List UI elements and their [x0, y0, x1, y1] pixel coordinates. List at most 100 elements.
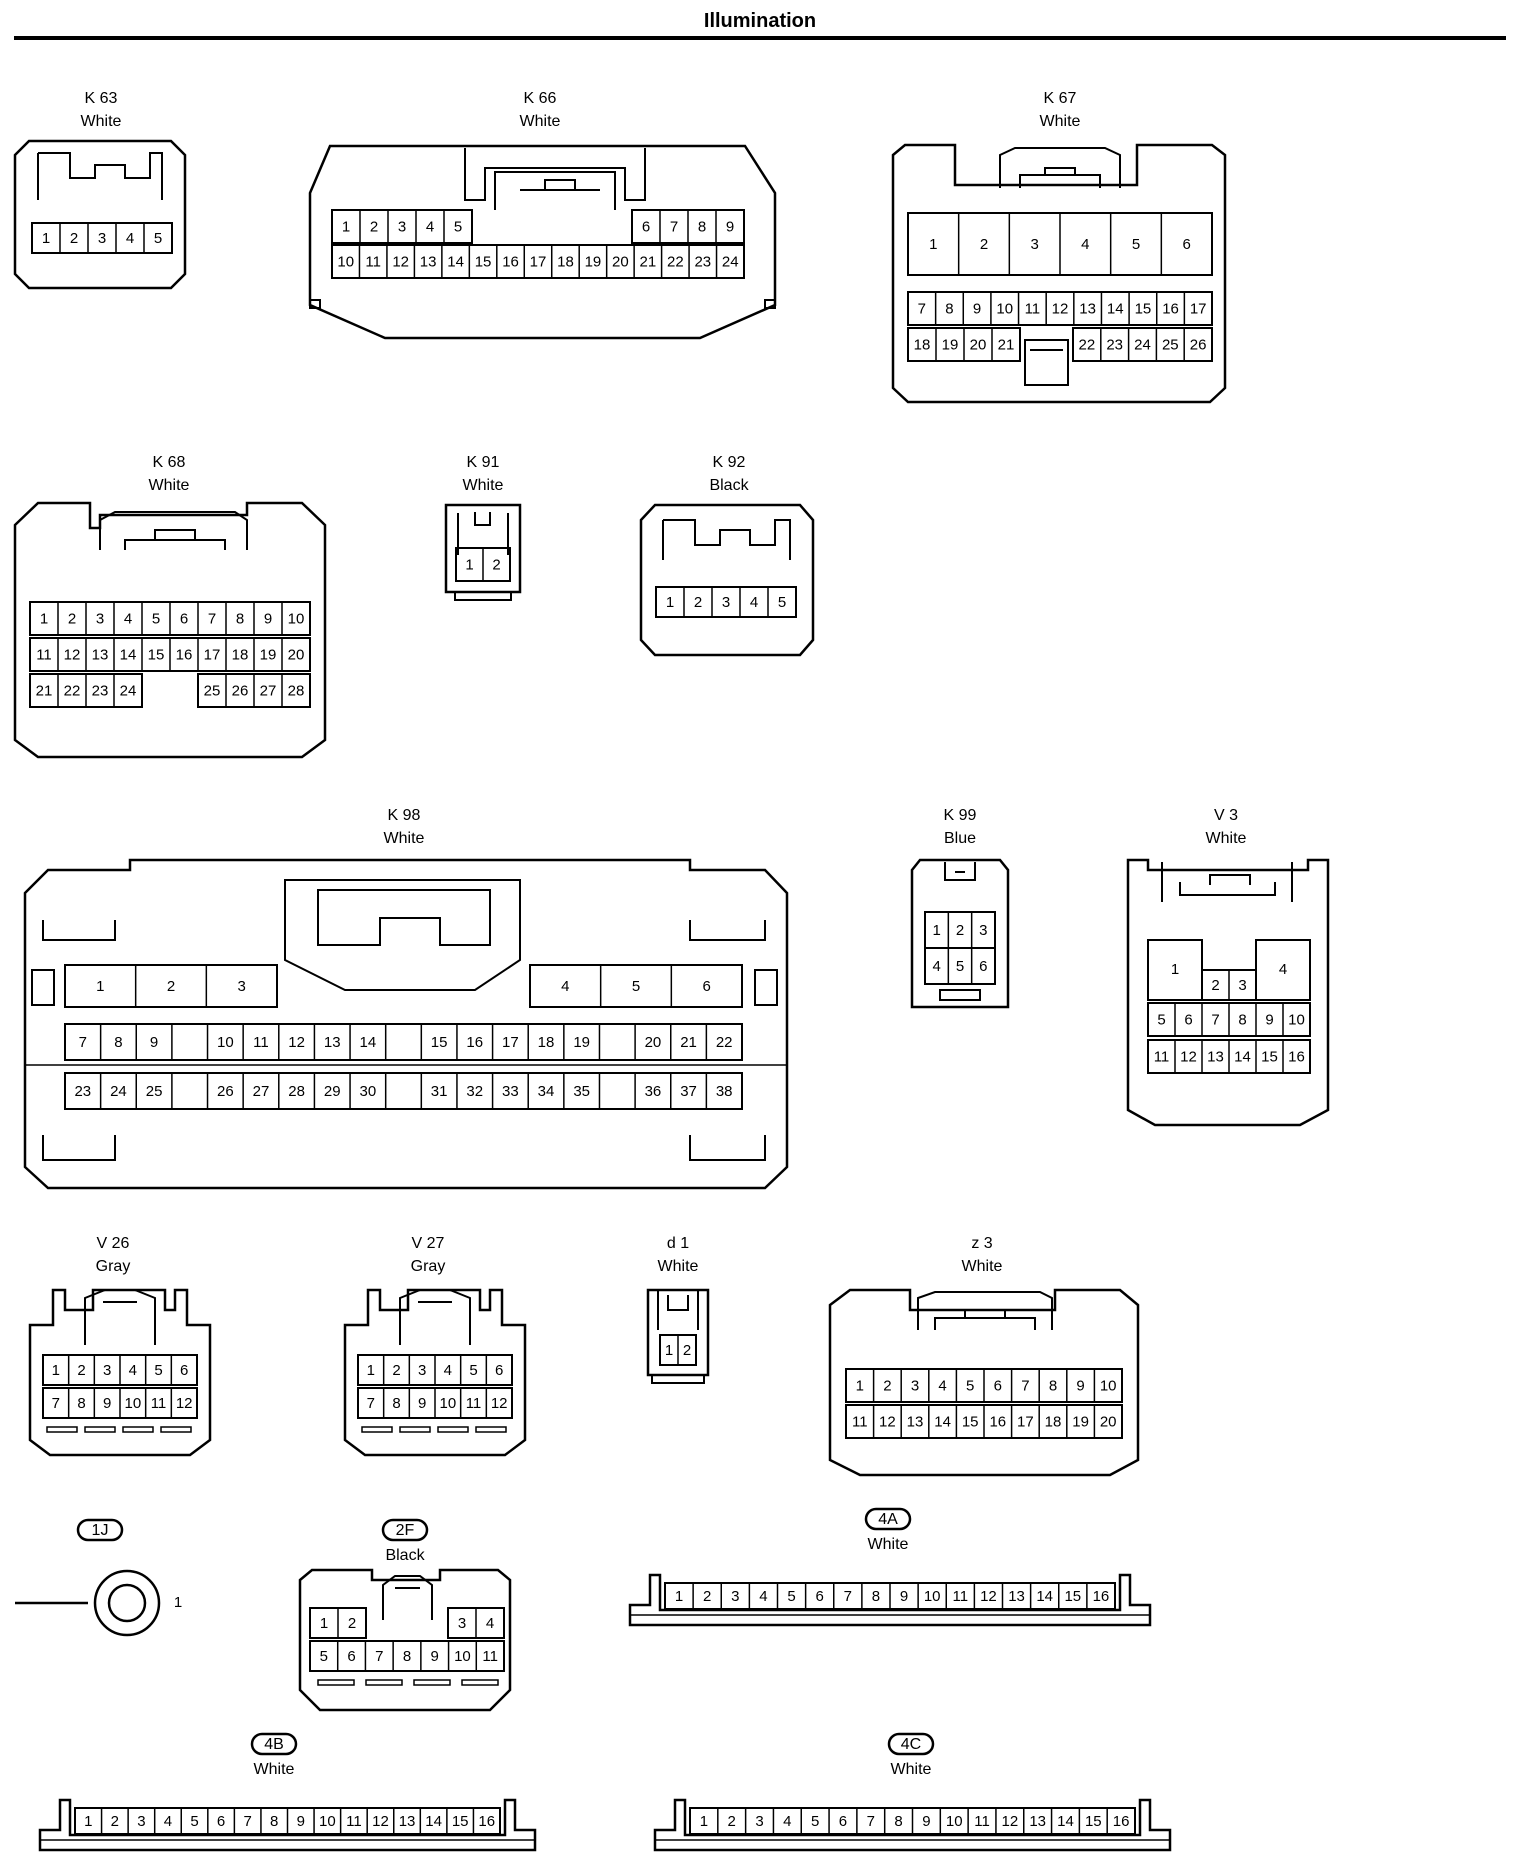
- connector-latch: [657, 1290, 699, 1330]
- connector-outline: [444, 503, 522, 594]
- pin-label: 15: [431, 1034, 448, 1051]
- pin-label: 1: [856, 1377, 864, 1394]
- connector-rib: [84, 1426, 116, 1433]
- connector-foot: [309, 299, 321, 309]
- pin-label: 13: [907, 1413, 924, 1430]
- connector-id: 4B: [264, 1736, 284, 1753]
- pin-label: 1: [465, 556, 473, 573]
- ground-terminal-hole: [107, 1583, 147, 1623]
- pin-label: 7: [1211, 1011, 1219, 1028]
- connector-id: 4A: [878, 1511, 898, 1528]
- pin-label: 14: [1057, 1813, 1074, 1830]
- pin-label: 16: [466, 1034, 483, 1051]
- pin-label: 4: [750, 594, 758, 611]
- connector-latch: [284, 879, 521, 991]
- pin-label: 11: [151, 1395, 167, 1412]
- pin-label: 2: [956, 922, 964, 939]
- connector-outline: [38, 1798, 537, 1852]
- connector-color: Black: [385, 1547, 425, 1564]
- pin-label: 8: [236, 610, 244, 627]
- pin-label: 14: [447, 253, 464, 270]
- pin-label: 3: [911, 1377, 919, 1394]
- pin-label: 14: [360, 1034, 377, 1051]
- connector-side-window: [31, 969, 55, 1006]
- pin-label: 15: [452, 1813, 469, 1830]
- pin-label: 9: [431, 1648, 439, 1665]
- pin-label: 16: [478, 1813, 495, 1830]
- pin-label: 19: [585, 253, 602, 270]
- pin-label: 14: [1107, 300, 1124, 317]
- pin-label: 9: [264, 610, 272, 627]
- pin-label: 9: [973, 300, 981, 317]
- pin-label: 38: [716, 1083, 733, 1100]
- pin-row: [64, 1023, 743, 1061]
- pin-label: 6: [217, 1813, 225, 1830]
- pin-label: 7: [208, 610, 216, 627]
- pin-label: 17: [1017, 1413, 1034, 1430]
- pin-label: 5: [787, 1588, 795, 1605]
- pin-label: 3: [458, 1615, 466, 1632]
- pin-label: 1: [52, 1362, 60, 1379]
- pin-label: 29: [324, 1083, 341, 1100]
- pin-label: 2: [348, 1615, 356, 1632]
- pin-label: 24: [110, 1083, 127, 1100]
- pin-label: 5: [966, 1377, 974, 1394]
- pin-label: 3: [1030, 236, 1038, 253]
- pin-label: 12: [1052, 300, 1069, 317]
- pin-label: 5: [956, 958, 964, 975]
- pin-label: 23: [1106, 336, 1123, 353]
- connector-outline: [891, 143, 1227, 404]
- pin-label: 5: [469, 1362, 477, 1379]
- pin-label: 2: [728, 1813, 736, 1830]
- connector-color: White: [384, 830, 425, 847]
- pin-label: 8: [872, 1588, 880, 1605]
- pin-label: 19: [260, 646, 277, 663]
- connector-outline: [910, 858, 1010, 1009]
- pin-label: 8: [1238, 1011, 1246, 1028]
- connector-rib: [437, 1426, 469, 1433]
- connector-color: White: [891, 1761, 932, 1778]
- pin-label: 8: [114, 1034, 122, 1051]
- pin-row: [331, 244, 745, 279]
- pin-label: 17: [204, 646, 221, 663]
- connector-rib: [365, 1679, 403, 1686]
- connector-id: d 1: [667, 1235, 689, 1252]
- pin-label: 10: [124, 1395, 141, 1412]
- pin-label: 3: [103, 1362, 111, 1379]
- pin-row: [907, 291, 1213, 326]
- pin-label: 2: [883, 1377, 891, 1394]
- connector-latch: [399, 1289, 471, 1345]
- connector-id: K 99: [944, 807, 977, 824]
- connector-key: [1024, 339, 1069, 386]
- pin-label: 4: [938, 1377, 946, 1394]
- pin-label: 7: [52, 1395, 60, 1412]
- pin-label: 14: [1234, 1048, 1251, 1065]
- connector-1j: 1J1: [15, 1518, 182, 1637]
- pin-label: 18: [914, 336, 931, 353]
- pin-label: 8: [698, 218, 706, 235]
- pin-label: 2: [392, 1362, 400, 1379]
- pin-label: 6: [1184, 1011, 1192, 1028]
- pin-label: 11: [1025, 300, 1041, 317]
- connector-outline: [13, 501, 327, 759]
- connector-rib: [461, 1679, 499, 1686]
- pin-label: 18: [538, 1034, 555, 1051]
- pin-label: 11: [466, 1395, 482, 1412]
- pin-label: 20: [612, 253, 629, 270]
- pin-label: 7: [670, 218, 678, 235]
- pin-row: [331, 209, 473, 244]
- pin-label: 16: [176, 646, 193, 663]
- pin-label: 13: [1079, 300, 1096, 317]
- pin-label: 3: [722, 594, 730, 611]
- connector-side-window: [754, 969, 778, 1006]
- pin-label: 11: [36, 646, 52, 663]
- pin-label: 21: [36, 682, 53, 699]
- connector-latch: [37, 152, 163, 200]
- pin-label: 10: [1100, 1377, 1117, 1394]
- pin-label: 2: [703, 1588, 711, 1605]
